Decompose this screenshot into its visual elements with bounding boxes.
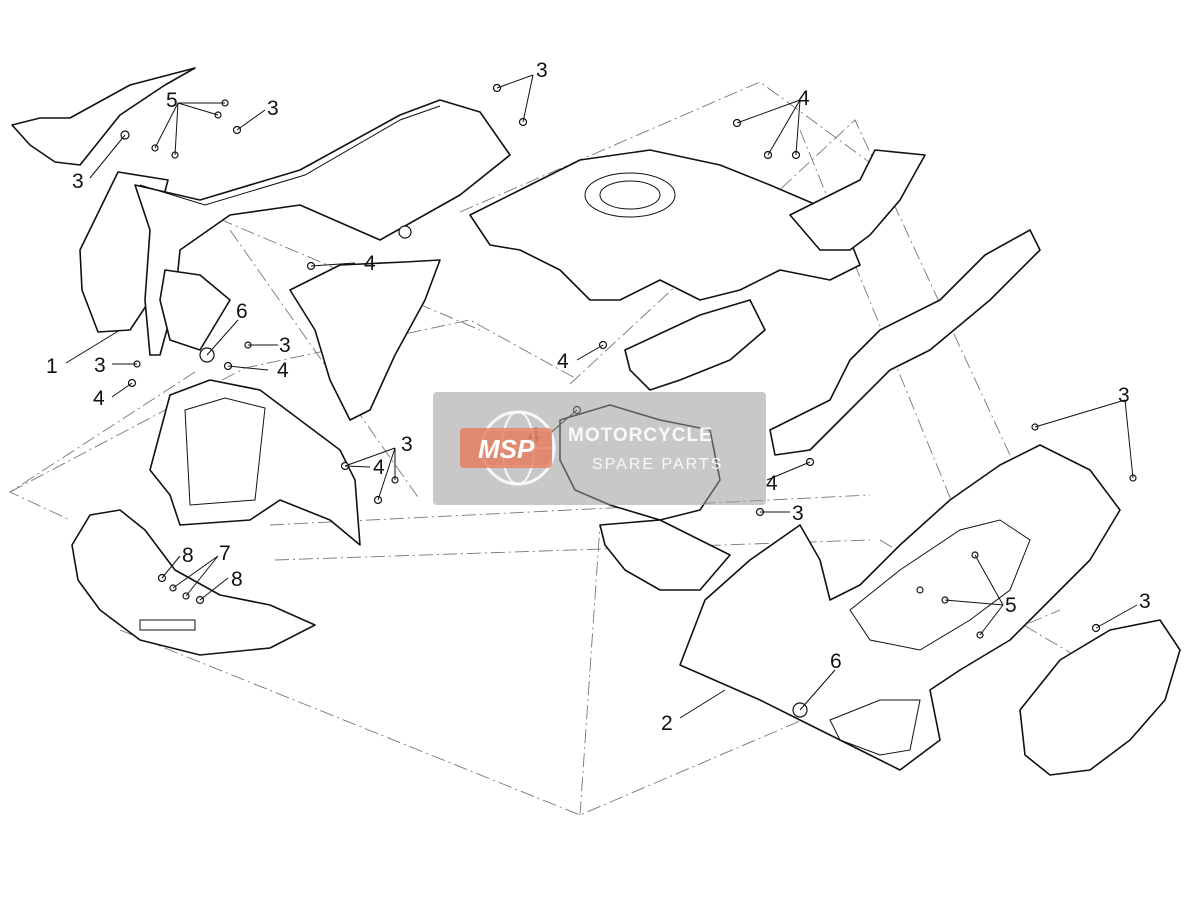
callout-4: 4 (557, 350, 569, 373)
callout-7: 7 (219, 542, 231, 565)
callout-2: 2 (661, 712, 673, 735)
callout-4: 4 (798, 87, 810, 110)
watermark-logo-text: MSP (478, 434, 535, 464)
watermark: MSP MOTORCYCLE SPARE PARTS (433, 392, 766, 505)
callout-4: 4 (93, 387, 105, 410)
callout-3: 3 (401, 433, 413, 456)
callout-5: 5 (1005, 594, 1017, 617)
watermark-box (433, 392, 766, 505)
right-side-cover (1019, 619, 1181, 776)
callout-3: 3 (792, 502, 804, 525)
middle-side-panel (624, 299, 766, 391)
callout-3: 3 (72, 170, 84, 193)
callout-8: 8 (231, 568, 243, 591)
tank-cover (469, 149, 861, 301)
left-front-fairing (79, 99, 511, 356)
callout-3: 3 (267, 97, 279, 120)
watermark-line1: MOTORCYCLE (568, 425, 713, 446)
callout-6: 6 (830, 650, 842, 673)
callout-6: 6 (236, 300, 248, 323)
upper-trim-strip (11, 67, 196, 166)
callout-4: 4 (766, 472, 778, 495)
callout-1: 1 (46, 355, 58, 378)
callout-5: 5 (166, 89, 178, 112)
callout-3: 3 (536, 59, 548, 82)
right-side-rail (769, 149, 1041, 456)
callout-labels: 1 2 3 3 3 3 3 3 3 3 3 4 4 4 4 4 4 4 4 5 … (46, 59, 1151, 735)
front-beak (71, 509, 316, 656)
callout-4: 4 (364, 252, 376, 275)
watermark-line2: SPARE PARTS (592, 456, 723, 473)
callout-8: 8 (182, 544, 194, 567)
headlight-mask (149, 379, 361, 546)
callout-3: 3 (94, 354, 106, 377)
right-lower-fairing (679, 444, 1121, 771)
callout-3: 3 (1139, 590, 1151, 613)
leader-lines (65, 74, 1138, 719)
callout-3: 3 (1118, 384, 1130, 407)
inner-bracket (289, 259, 441, 421)
watermark-logo-badge (460, 428, 552, 468)
callout-4: 4 (373, 456, 385, 479)
callout-3: 3 (279, 334, 291, 357)
callout-4: 4 (277, 359, 289, 382)
